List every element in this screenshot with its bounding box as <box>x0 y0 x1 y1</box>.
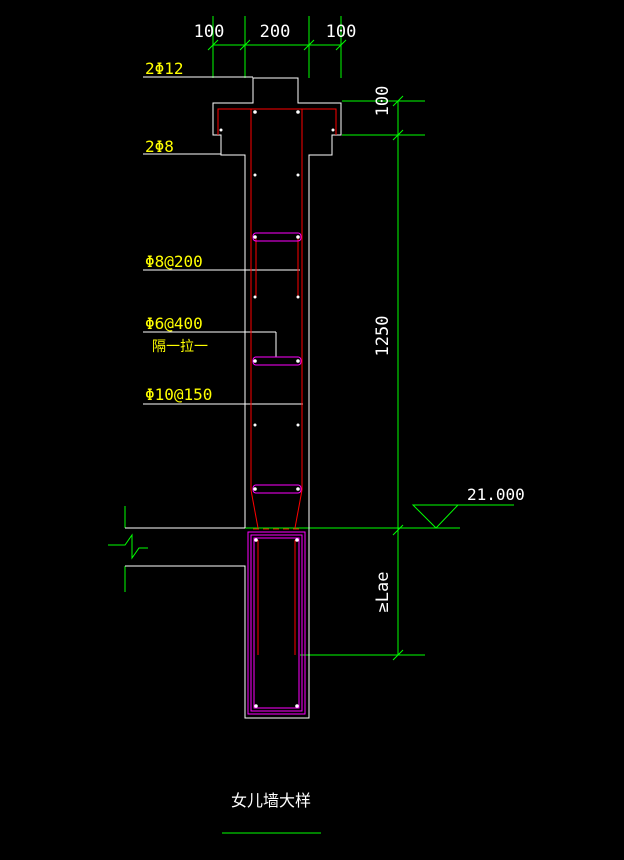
callout-tie-spacing: Φ6@400 <box>145 314 203 333</box>
dim-anchorage: ≥Lae <box>373 572 393 613</box>
dim-top-left: 100 <box>194 22 225 42</box>
concrete-outline <box>125 77 342 719</box>
callout-top-bars: 2Φ12 <box>145 59 184 78</box>
callout-stirrup-2: Φ10@150 <box>145 385 212 404</box>
drawing-title: 女儿墙大样 <box>231 791 311 810</box>
callout-cap-bars: 2Φ8 <box>145 137 174 156</box>
callout-stirrup-1: Φ8@200 <box>145 252 203 271</box>
dimension-lines <box>108 16 514 834</box>
rebar-dots <box>219 110 335 708</box>
dim-top-right: 100 <box>326 22 357 42</box>
dim-cap-height: 100 <box>373 86 393 117</box>
dim-wall-height: 1250 <box>373 316 393 357</box>
stirrups <box>247 232 306 715</box>
dim-top-center: 200 <box>260 22 291 42</box>
elevation-label: 21.000 <box>467 485 525 504</box>
rebar-cage <box>217 108 337 655</box>
callout-tie-note: 隔一拉一 <box>152 339 208 355</box>
leader-lines <box>143 76 303 405</box>
